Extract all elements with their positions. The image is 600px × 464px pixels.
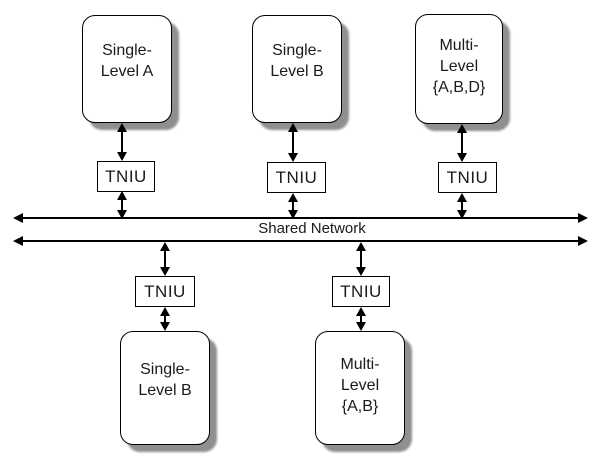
arrow-network-to-tniu4 xyxy=(159,242,171,276)
shared-network-line-top xyxy=(13,212,588,224)
arrowhead-up-icon xyxy=(160,307,170,316)
tniu-box-2: TNIU xyxy=(267,162,326,193)
tniu-label: TNIU xyxy=(446,167,489,187)
tniu-box-5: TNIU xyxy=(332,276,390,307)
node-label-line: Multi- xyxy=(439,36,479,54)
node-label-line: Single- xyxy=(272,42,322,59)
arrowhead-down-icon xyxy=(457,210,467,219)
tniu-box-3: TNIU xyxy=(438,162,497,193)
tniu-label: TNIU xyxy=(275,167,318,187)
tniu-label: TNIU xyxy=(340,281,382,301)
arrow-multi-abd-to-tniu3 xyxy=(456,124,468,162)
arrow-shaft xyxy=(121,200,123,210)
arrow-shaft xyxy=(164,251,166,267)
node-single-level-a: Single- Level A xyxy=(82,15,172,123)
arrowhead-down-icon xyxy=(160,267,170,276)
arrow-network-to-tniu5 xyxy=(355,242,367,276)
arrowhead-down-icon xyxy=(160,322,170,331)
node-multi-level-abd: Multi- Level {A,B,D} xyxy=(415,14,503,124)
arrowhead-down-icon xyxy=(356,322,366,331)
arrowhead-up-icon xyxy=(457,124,467,133)
node-label-line: Level xyxy=(439,57,479,75)
network-line-shaft xyxy=(23,240,578,242)
arrow-shaft xyxy=(360,316,362,322)
arrow-shaft xyxy=(292,202,294,210)
tniu-box-4: TNIU xyxy=(135,276,195,307)
arrowhead-down-icon xyxy=(457,153,467,162)
node-label-line: Level xyxy=(340,376,380,394)
arrow-shaft xyxy=(292,132,294,153)
arrow-shaft xyxy=(121,132,123,152)
arrowhead-up-icon xyxy=(160,242,170,251)
node-label-line: {A,B,D} xyxy=(432,78,486,96)
arrow-shaft xyxy=(461,202,463,210)
arrowhead-left-icon xyxy=(13,213,23,223)
node-single-level-b-bottom: Single- Level B xyxy=(120,331,210,445)
shared-network-label: Shared Network xyxy=(258,220,366,237)
arrowhead-down-icon xyxy=(117,152,127,161)
arrow-tniu1-to-network xyxy=(116,191,128,219)
arrowhead-down-icon xyxy=(288,153,298,162)
arrowhead-up-icon xyxy=(117,123,127,132)
node-multi-level-ab: Multi- Level {A,B} xyxy=(315,331,405,445)
node-label-line: Multi- xyxy=(340,355,380,373)
arrowhead-up-icon xyxy=(288,123,298,132)
arrow-tniu5-to-multi-ab xyxy=(355,307,367,331)
node-label-line: Single- xyxy=(140,361,190,378)
node-label-line: Level B xyxy=(138,382,192,399)
arrowhead-up-icon xyxy=(288,193,298,202)
arrowhead-right-icon xyxy=(578,213,588,223)
arrow-tniu3-to-network xyxy=(456,193,468,219)
arrow-tniu4-to-single-b xyxy=(159,307,171,331)
node-label-line: Single- xyxy=(102,42,152,59)
arrowhead-up-icon xyxy=(457,193,467,202)
arrow-shaft xyxy=(360,251,362,267)
node-label-line: {A,B} xyxy=(341,397,379,415)
arrow-shaft xyxy=(461,133,463,153)
arrowhead-right-icon xyxy=(578,236,588,246)
arrowhead-up-icon xyxy=(117,191,127,200)
arrow-shaft xyxy=(164,316,166,322)
node-label-line: Level A xyxy=(100,63,154,80)
node-label-line: Level B xyxy=(270,63,324,80)
arrowhead-down-icon xyxy=(356,267,366,276)
arrow-single-a-to-tniu1 xyxy=(116,123,128,161)
arrowhead-down-icon xyxy=(117,210,127,219)
node-single-level-b-top: Single- Level B xyxy=(252,15,342,123)
arrowhead-down-icon xyxy=(288,210,298,219)
arrowhead-up-icon xyxy=(356,307,366,316)
shared-network-line-bottom xyxy=(13,235,588,247)
arrowhead-up-icon xyxy=(356,242,366,251)
network-line-shaft xyxy=(23,217,578,219)
arrow-single-b-to-tniu2 xyxy=(287,123,299,162)
tniu-label: TNIU xyxy=(105,166,147,186)
arrowhead-left-icon xyxy=(13,236,23,246)
tniu-box-1: TNIU xyxy=(97,161,155,192)
tniu-label: TNIU xyxy=(144,281,186,301)
arrow-tniu2-to-network xyxy=(287,193,299,219)
